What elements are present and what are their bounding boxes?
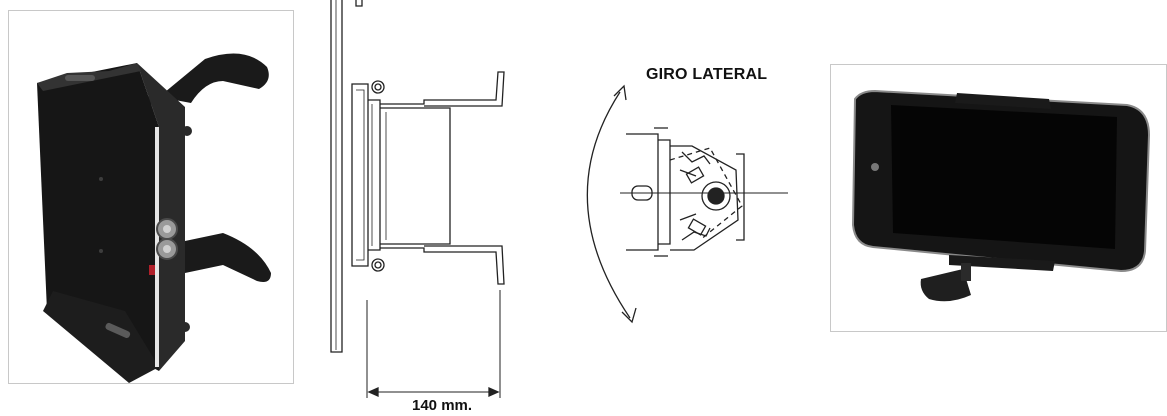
arc-arrow-top	[613, 84, 627, 101]
side-view-svg	[330, 0, 505, 398]
bottom-jaw	[43, 291, 159, 383]
top-slot	[65, 75, 95, 81]
rotated-holder-dashed	[669, 147, 743, 241]
bottom-slot	[105, 322, 131, 338]
product-photo-tablet	[830, 64, 1167, 332]
body-side	[137, 63, 185, 371]
wall-plate	[330, 0, 343, 353]
red-accent	[149, 265, 155, 275]
body-front	[37, 63, 159, 371]
holder-illustration	[37, 53, 271, 383]
holder-body	[380, 107, 451, 245]
rotation-label: GIRO LATERAL	[646, 66, 768, 83]
lower-arm	[185, 233, 271, 282]
tablet-illustration	[851, 89, 1151, 302]
rotation-arc	[586, 91, 631, 319]
side-view-drawing	[300, 0, 540, 416]
tablet-camera	[871, 163, 879, 171]
bolt-bottom	[371, 258, 385, 272]
foot	[920, 269, 971, 302]
right-plate	[736, 153, 745, 241]
bottom-arm	[380, 245, 505, 285]
rotation-drawing	[540, 0, 830, 416]
product-photo-holder	[8, 10, 294, 384]
bolt-top	[371, 80, 385, 94]
tablet-screen	[891, 105, 1117, 249]
rotation-svg	[586, 84, 788, 324]
bottom-clamp	[949, 255, 1055, 271]
top-jaw	[159, 53, 269, 103]
top-clamp	[955, 93, 1051, 109]
arc-arrow-bottom	[621, 307, 637, 324]
pivot	[707, 187, 725, 205]
dimension-label: 140 mm.	[412, 397, 473, 414]
holder-outline	[670, 145, 739, 251]
top-arm	[380, 71, 505, 107]
bracket-plate	[351, 83, 369, 267]
wall-bracket-profile	[626, 133, 659, 251]
